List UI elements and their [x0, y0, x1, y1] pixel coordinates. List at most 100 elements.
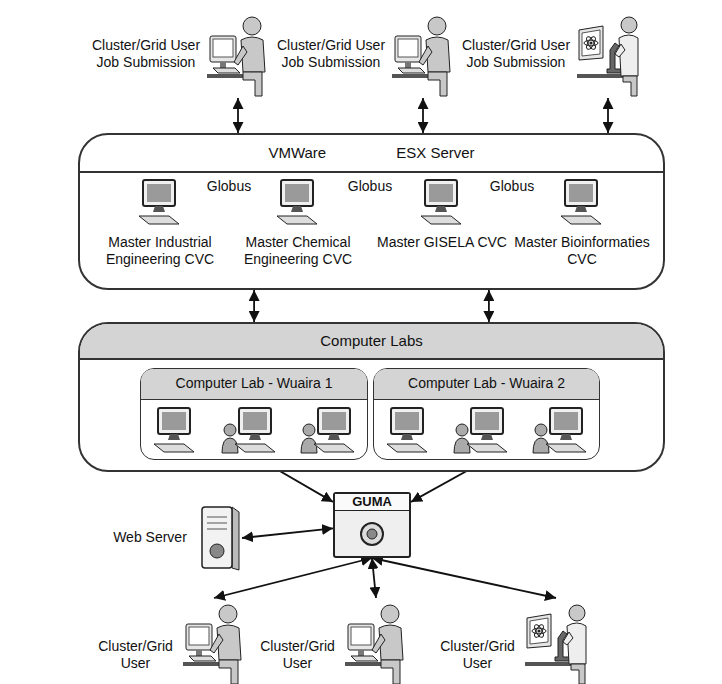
connector-arrow: [422, 98, 424, 133]
connector-arrow: [607, 98, 609, 133]
node-label: Cluster/Grid User Job Submission: [270, 37, 392, 71]
desk-icon-part: [243, 17, 261, 35]
connector-arrow: [372, 558, 556, 598]
lab-body: [374, 400, 599, 460]
band-header: VMWare ESX Server: [80, 135, 663, 173]
pc-icon: [385, 406, 431, 454]
lab-icon-part: [615, 44, 625, 57]
desk-icon-part: [351, 656, 378, 661]
lab-icon-part: [533, 624, 545, 639]
lab-icon-part: [619, 35, 638, 76]
pcp-icon-part: [222, 438, 238, 453]
desk-icon-part: [395, 36, 421, 62]
node-label: VMWare: [268, 144, 326, 162]
pcp-icon-part: [301, 438, 317, 453]
lab-icon-part: [579, 26, 603, 60]
desk-icon-part: [381, 660, 400, 684]
lab-icon-part: [577, 74, 625, 78]
pcp-icon-part: [456, 424, 468, 436]
desk-icon-part: [186, 624, 212, 650]
guma-icon: [352, 517, 392, 551]
lab-icon: [525, 598, 587, 684]
pcp-icon-part: [235, 444, 275, 452]
pc-icon: [152, 406, 198, 454]
pcp-icon-part: [243, 412, 267, 430]
pc-icon-part: [435, 206, 447, 212]
label-block: Web Server: [108, 529, 192, 546]
desk-icon-part: [196, 650, 202, 656]
server-icon-part: [210, 544, 224, 558]
desk-icon-part: [405, 62, 411, 68]
lab-header: Computer Lab - Wuaira 2: [374, 369, 599, 400]
desk-icon-part: [210, 634, 223, 653]
desk-icon-part: [381, 605, 399, 623]
edge-label: Globus: [488, 178, 536, 195]
node-label: Cluster/Grid User Job Submission: [455, 37, 577, 71]
desk-icon: [345, 598, 407, 684]
pcp-icon-part: [467, 444, 507, 452]
desk-icon-part: [348, 624, 374, 650]
pc-icon-part: [395, 412, 419, 430]
pc-icon: [419, 178, 465, 226]
pc-icon-part: [421, 216, 461, 224]
pc-icon-part: [158, 408, 190, 434]
pc-icon-part: [291, 206, 303, 212]
desk-icon: [207, 10, 269, 98]
connector-arrow: [253, 290, 255, 322]
desk-icon-part: [428, 72, 447, 96]
node-label: ESX Server: [396, 144, 474, 162]
guma-icon-part: [361, 523, 383, 545]
desk-icon-part: [189, 627, 209, 645]
computer-lab: Computer Lab - Wuaira 1: [140, 368, 368, 460]
lab-icon-part: [525, 662, 573, 666]
pcp-icon-part: [239, 408, 271, 434]
node-label: Cluster/Grid User: [250, 638, 345, 672]
grid-user: Cluster/Grid User: [250, 598, 407, 684]
grid-user: Cluster/Grid User Job Submission: [455, 10, 639, 98]
node-label: Cluster/Grid User Job Submission: [85, 37, 207, 71]
server-icon-part: [202, 507, 232, 568]
node-label: Master Industrial Engineering CVC: [92, 234, 228, 268]
server-icon-part: [207, 529, 227, 530]
pc-icon-part: [143, 180, 175, 206]
desk-icon-part: [243, 72, 262, 96]
node-label: Cluster/Grid User: [430, 638, 525, 672]
node-label: Web Server: [108, 529, 192, 546]
server-icon-part: [207, 517, 227, 518]
edge-label: Globus: [205, 178, 253, 195]
pc-icon-part: [153, 206, 165, 212]
pcp-icon-part: [550, 408, 582, 434]
lab-icon-part: [571, 664, 585, 684]
label-block: Master Industrial Engineering CVC: [92, 234, 228, 268]
connector-arrow: [237, 98, 239, 133]
lab-icon-part: [623, 76, 637, 96]
pcp-icon-part: [318, 408, 350, 434]
pc-icon-part: [281, 180, 313, 206]
pcp-icon: [221, 406, 277, 454]
node-label: Cluster/Grid User: [88, 638, 183, 672]
pc-icon-part: [168, 434, 180, 440]
desk-icon-part: [213, 39, 233, 57]
grid-user: Cluster/Grid User: [88, 598, 245, 684]
grid-user: Cluster/Grid User Job Submission: [85, 10, 269, 98]
node-label: Computer Labs: [320, 332, 423, 350]
grid-user: Cluster/Grid User: [430, 598, 587, 684]
desk-icon-part: [219, 605, 237, 623]
pcp-icon-part: [546, 444, 586, 452]
desk-icon-part: [358, 650, 364, 656]
edge-label: Globus: [346, 178, 394, 195]
connector-arrow: [372, 558, 376, 598]
desk-icon: [392, 10, 454, 98]
server-icon-part: [232, 507, 239, 570]
label-block: Cluster/Grid User: [250, 638, 345, 684]
lab-icon-part: [532, 628, 546, 634]
node-label: GUMA: [352, 494, 392, 510]
node-label: Computer Lab - Wuaira 1: [176, 375, 333, 392]
connector-arrow: [242, 528, 333, 538]
desk-icon-part: [234, 46, 247, 65]
desk-icon-part: [189, 656, 216, 661]
pc-icon: [137, 178, 183, 226]
lab-icon-part: [589, 41, 592, 44]
desk-icon-part: [351, 627, 371, 645]
